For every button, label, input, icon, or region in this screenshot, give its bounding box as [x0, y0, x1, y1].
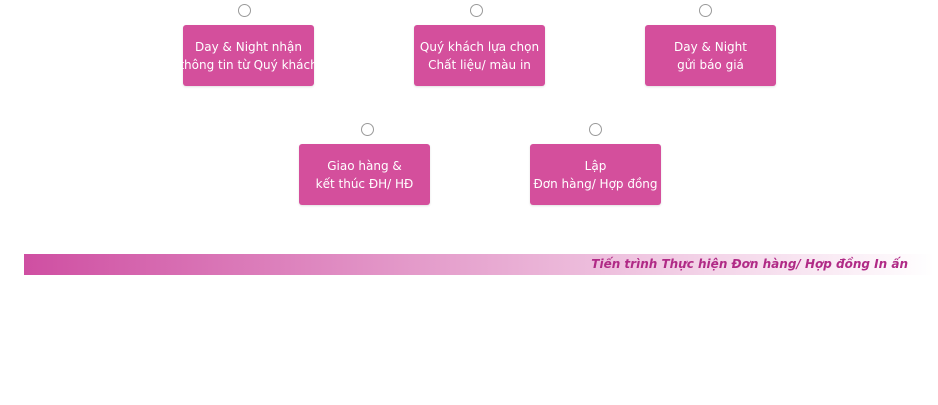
step-3-label-line-2: gửi báo giá: [677, 57, 744, 72]
step-1-connector-dot: [238, 4, 251, 17]
process-title: Tiến trình Thực hiện Đơn hàng/ Hợp đồng …: [591, 257, 908, 271]
step-4-connector-dot: [589, 123, 602, 136]
step-4-box: Lập Đơn hàng/ Hợp đồng: [530, 144, 661, 205]
step-2-label-line-2: Chất liệu/ màu in: [428, 57, 531, 72]
step-2-box: Quý khách lựa chọn Chất liệu/ màu in: [414, 25, 545, 86]
step-4-label-line-2: Đơn hàng/ Hợp đồng: [533, 176, 658, 191]
step-1-label-line-2: thông tin từ Quý khách: [179, 57, 318, 72]
step-1-box: Day & Night nhận thông tin từ Quý khách: [179, 25, 318, 86]
step-1-label-line-1: Day & Night nhận: [195, 39, 302, 54]
step-5-box: Giao hàng & kết thúc ĐH/ HĐ: [299, 144, 430, 205]
step-3-connector-dot: [699, 4, 712, 17]
step-2-connector-dot: [470, 4, 483, 17]
process-title-banner: Tiến trình Thực hiện Đơn hàng/ Hợp đồng …: [24, 254, 934, 275]
step-5-label-line-2: kết thúc ĐH/ HĐ: [315, 176, 414, 191]
step-5-label-line-1: Giao hàng &: [327, 158, 402, 173]
step-5-connector-dot: [361, 123, 374, 136]
step-3-label-line-1: Day & Night: [674, 39, 747, 54]
step-3-box: Day & Night gửi báo giá: [645, 25, 776, 86]
step-2-label-line-1: Quý khách lựa chọn: [419, 39, 540, 54]
step-4-label-line-1: Lập: [584, 158, 607, 173]
